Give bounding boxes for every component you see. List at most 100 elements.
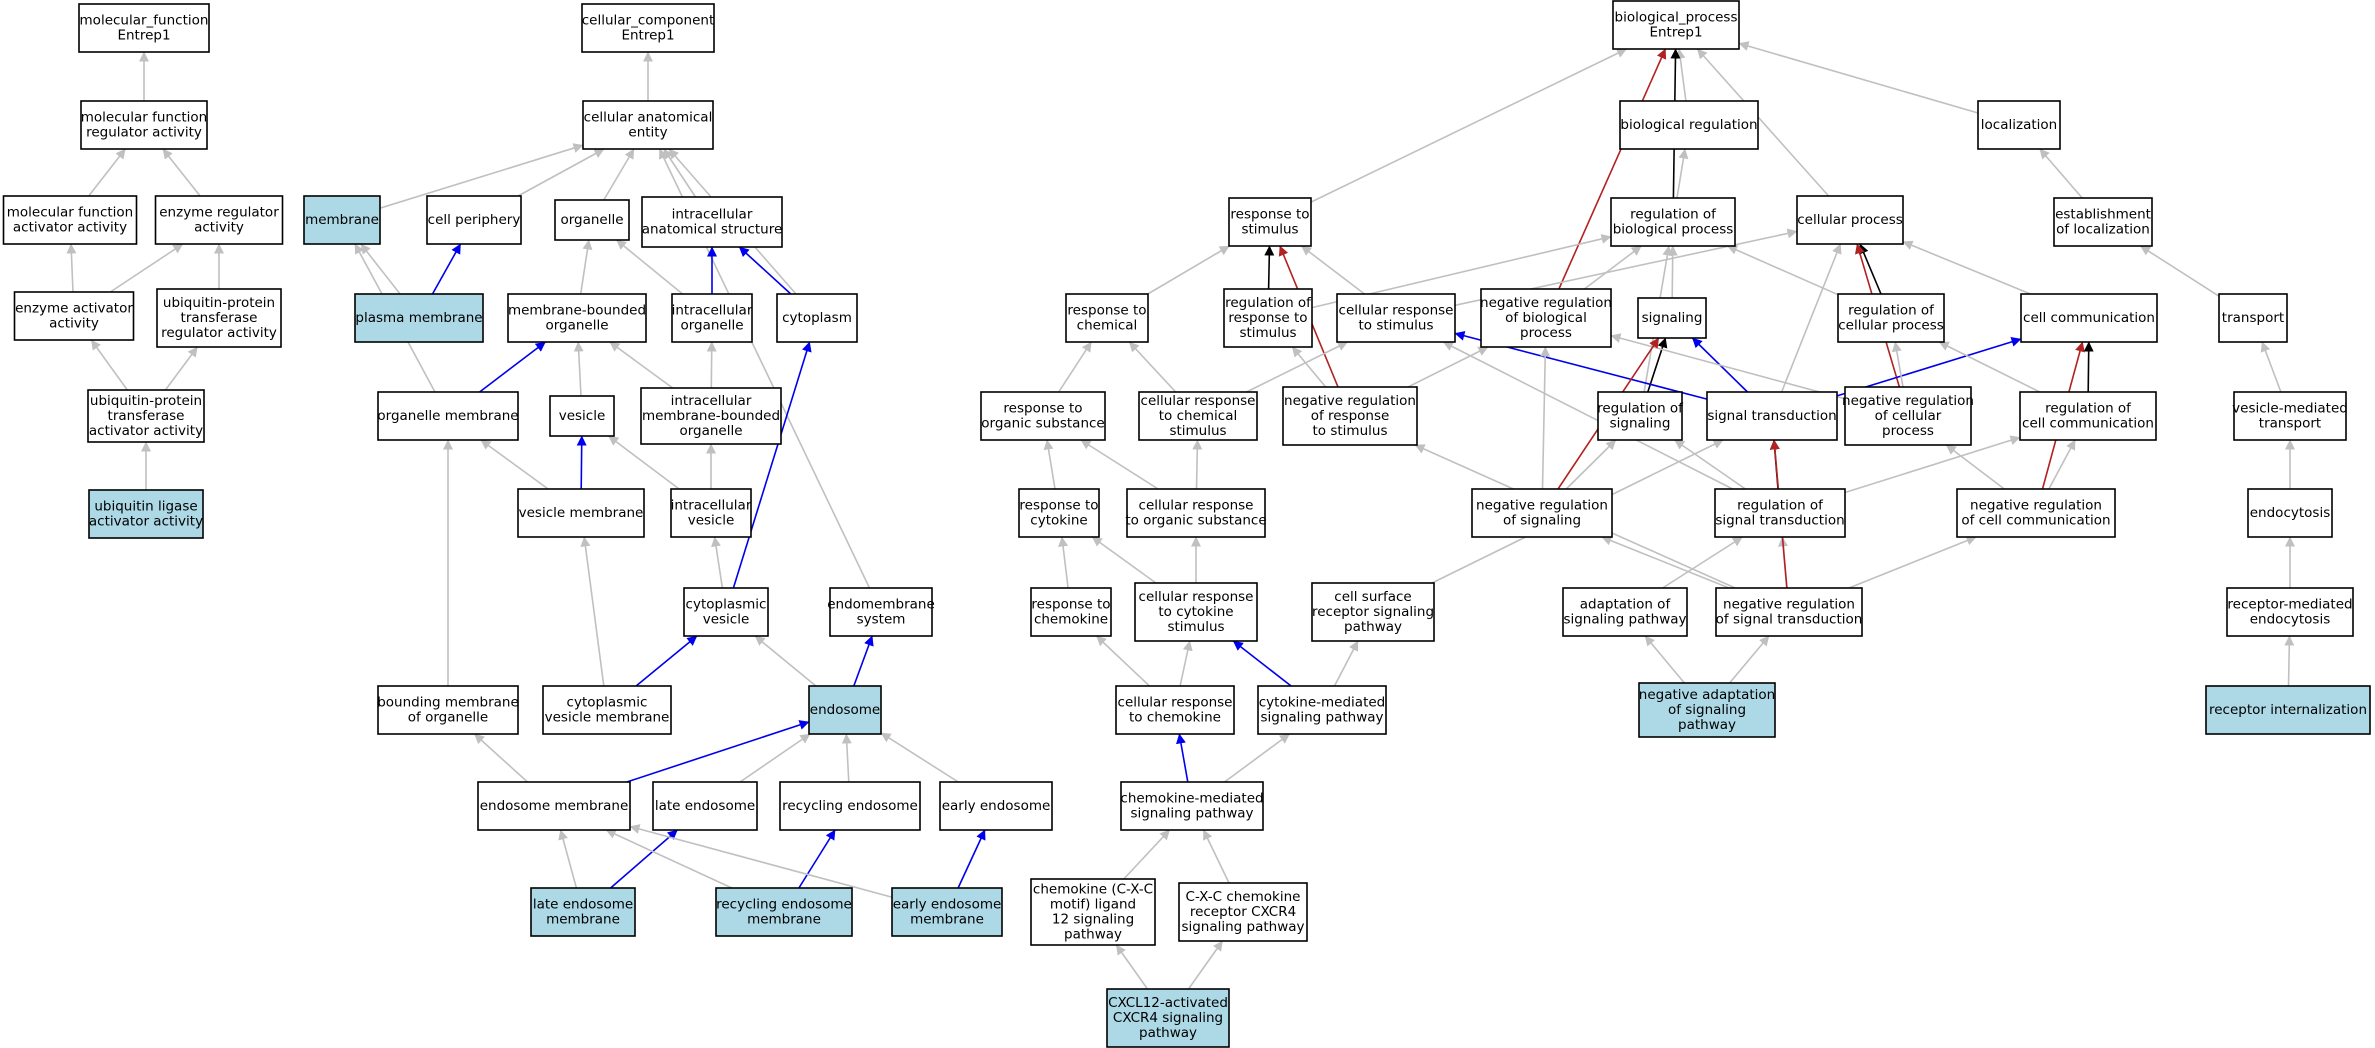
node-label-line: of signaling: [1503, 513, 1581, 529]
node-transport[interactable]: transport: [2218, 293, 2288, 343]
node-label-line: cell periphery: [428, 212, 521, 228]
node-late-endo[interactable]: late endosome: [652, 781, 758, 831]
node-org-mem[interactable]: organelle membrane: [377, 391, 519, 441]
node-ves-mem[interactable]: vesicle membrane: [517, 488, 645, 538]
node-label-line: cellular process: [1838, 318, 1944, 334]
edge-is-a-recyc-endo-mem-to-endo-mem: [605, 829, 733, 889]
node-endo-mem[interactable]: endosome membrane: [477, 781, 631, 831]
edge-part-of-cyto-ves-to-cytoplasm: [732, 341, 812, 589]
node-label-line: of localization: [2056, 222, 2150, 238]
node-cell-proc[interactable]: cellular process: [1796, 195, 1904, 245]
node-label-line: cellular response: [1118, 695, 1233, 711]
node-label-line: negative regulation: [1284, 393, 1416, 409]
node-localization[interactable]: localization: [1977, 100, 2061, 150]
node-early-endo[interactable]: early endosome: [939, 781, 1053, 831]
node-cell-comm[interactable]: cell communication: [2020, 293, 2158, 343]
edge-is-a-neg-reg-sig-trans-to-neg-reg-signaling: [1601, 535, 1730, 589]
edge-part-of-endosome-to-endomem: [853, 635, 874, 687]
node-box: [507, 293, 647, 343]
node-label-line: cellular response: [1339, 303, 1454, 319]
node-membrane[interactable]: membrane: [303, 195, 381, 245]
node-signaling[interactable]: signaling: [1637, 297, 1707, 339]
node-vesicle[interactable]: vesicle: [549, 395, 615, 437]
edge-is-a-reg-sig-trans-to-cell-resp-stim: [1442, 341, 1734, 490]
node-label-line: biological regulation: [1620, 117, 1757, 133]
node-rec-int[interactable]: receptor internalization: [2205, 685, 2371, 735]
node-plasma-mem[interactable]: plasma membrane: [354, 293, 484, 343]
node-label-line: cytokine: [1030, 513, 1087, 529]
node-cytoplasm[interactable]: cytoplasm: [776, 293, 858, 343]
node-sig-trans[interactable]: signal transduction: [1706, 391, 1838, 441]
node-bio-reg[interactable]: biological regulation: [1619, 100, 1759, 150]
edge-is-a-ub-act-to-ub-reg: [164, 346, 199, 391]
node-cell-periph[interactable]: cell periphery: [426, 195, 522, 245]
node-endocytosis[interactable]: endocytosis: [2247, 488, 2333, 538]
node-organelle[interactable]: organelle: [554, 199, 630, 241]
node-recyc-endo[interactable]: recycling endosome: [779, 781, 921, 831]
node-box: [808, 685, 882, 735]
node-box: [1336, 293, 1456, 343]
node-box: [554, 199, 630, 241]
edge-is-a-enz-reg-to-mf-reg: [162, 148, 201, 197]
node-label-line: activator activity: [89, 514, 203, 530]
node-box: [2218, 293, 2288, 343]
node-endosome[interactable]: endosome: [808, 685, 882, 735]
